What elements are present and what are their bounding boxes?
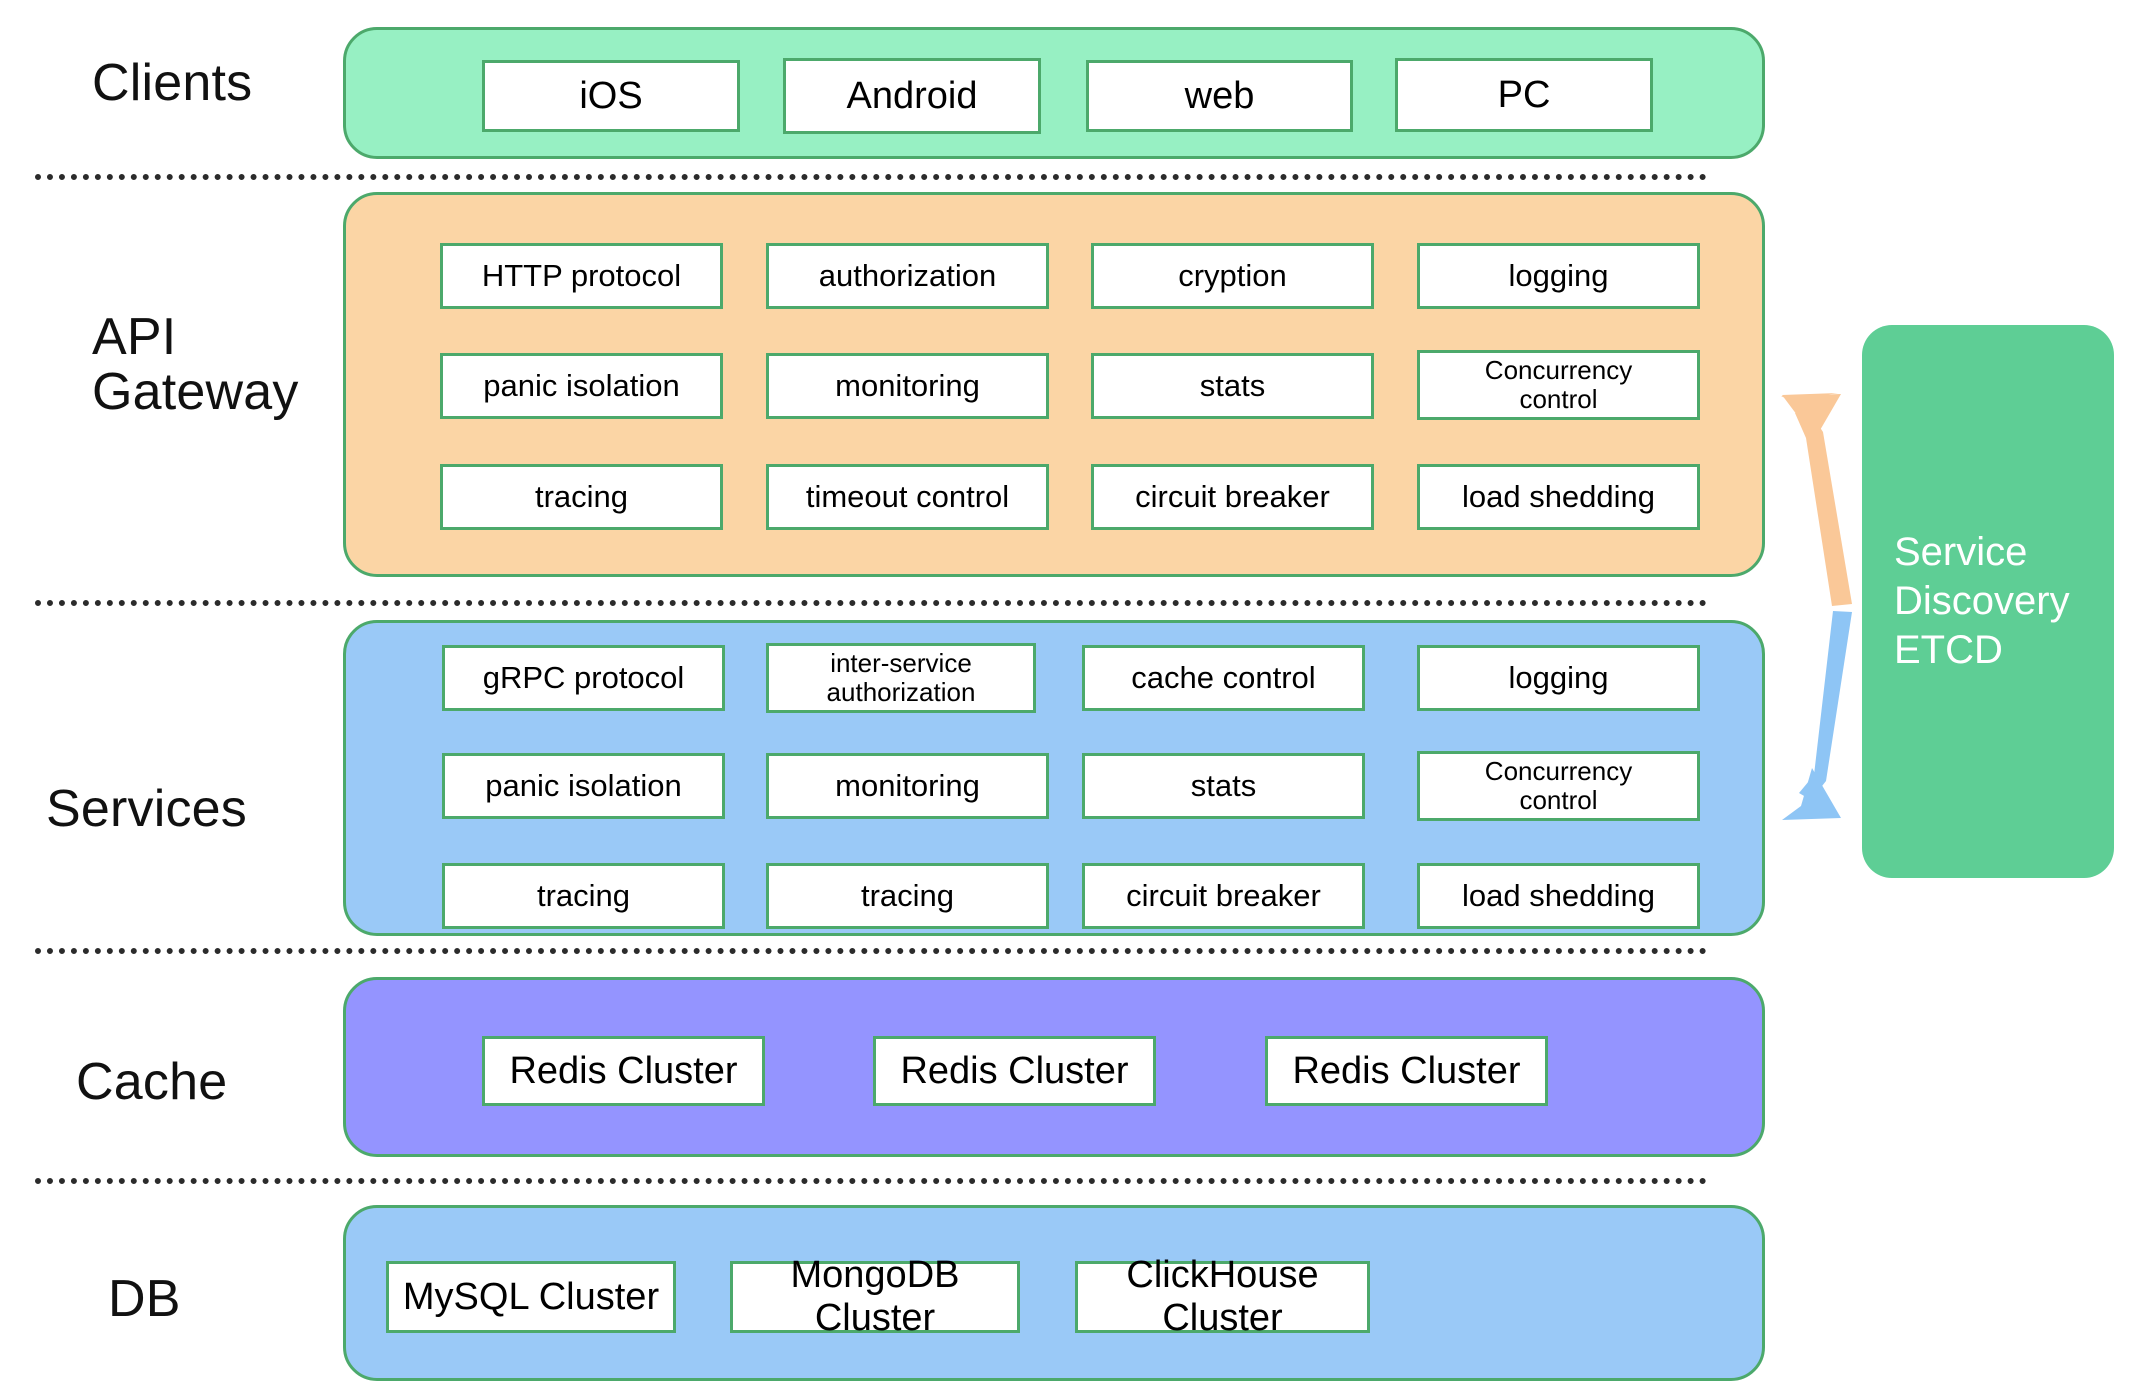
- cell-redis-cluster-1[interactable]: Redis Cluster: [482, 1036, 765, 1106]
- cell-redis-cluster-3[interactable]: Redis Cluster: [1265, 1036, 1548, 1106]
- cell-logging-services[interactable]: logging: [1417, 645, 1700, 711]
- cell-clickhouse-cluster[interactable]: ClickHouse Cluster: [1075, 1254, 1370, 1339]
- cell-cache-control[interactable]: cache control: [1082, 645, 1365, 711]
- cell-redis-cluster-2[interactable]: Redis Cluster: [873, 1036, 1156, 1106]
- cell-tracing[interactable]: tracing: [440, 464, 723, 530]
- panel-clients: iOS Android web PC: [343, 27, 1765, 159]
- cell-panic-isolation-services[interactable]: panic isolation: [442, 753, 725, 819]
- cell-mysql-cluster[interactable]: MySQL Cluster: [386, 1261, 676, 1333]
- cell-circuit-breaker[interactable]: circuit breaker: [1091, 464, 1374, 530]
- cell-circuit-breaker-services[interactable]: circuit breaker: [1082, 863, 1365, 929]
- row-label-db: DB: [108, 1270, 181, 1328]
- cell-concurrency-control-services[interactable]: Concurrency control: [1417, 751, 1700, 821]
- cell-logging[interactable]: logging: [1417, 243, 1700, 309]
- cell-timeout-control[interactable]: timeout control: [766, 464, 1049, 530]
- etcd-label: Service Discovery ETCD: [1894, 530, 2070, 672]
- arrow-services-to-etcd: [1782, 611, 1852, 820]
- cell-pc[interactable]: PC: [1395, 58, 1653, 132]
- panel-db: MySQL Cluster MongoDB Cluster ClickHouse…: [343, 1205, 1765, 1381]
- panel-cache: Redis Cluster Redis Cluster Redis Cluste…: [343, 977, 1765, 1157]
- divider-clients-gateway: [35, 174, 1707, 180]
- divider-cache-db: [35, 1178, 1707, 1184]
- cell-panic-isolation[interactable]: panic isolation: [440, 353, 723, 419]
- arrow-gateway-to-etcd: [1781, 393, 1852, 606]
- row-label-services: Services: [46, 780, 247, 838]
- cell-inter-service-authorization[interactable]: inter-service authorization: [766, 643, 1036, 713]
- cell-grpc-protocol[interactable]: gRPC protocol: [442, 645, 725, 711]
- cell-monitoring-services[interactable]: monitoring: [766, 753, 1049, 819]
- cell-http-protocol[interactable]: HTTP protocol: [440, 243, 723, 309]
- etcd-service-discovery-box[interactable]: Service Discovery ETCD: [1862, 325, 2114, 878]
- cell-tracing-services[interactable]: tracing: [442, 863, 725, 929]
- cell-android[interactable]: Android: [783, 58, 1041, 134]
- cell-cryption[interactable]: cryption: [1091, 243, 1374, 309]
- cell-stats-services[interactable]: stats: [1082, 753, 1365, 819]
- cell-stats[interactable]: stats: [1091, 353, 1374, 419]
- cell-web[interactable]: web: [1086, 60, 1353, 132]
- cell-ios[interactable]: iOS: [482, 60, 740, 132]
- cell-concurrency-control[interactable]: Concurrency control: [1417, 350, 1700, 420]
- cell-load-shedding-services[interactable]: load shedding: [1417, 863, 1700, 929]
- divider-services-cache: [35, 948, 1707, 954]
- cell-authorization[interactable]: authorization: [766, 243, 1049, 309]
- row-label-clients: Clients: [92, 54, 253, 112]
- panel-services: gRPC protocol inter-service authorizatio…: [343, 620, 1765, 936]
- cell-monitoring[interactable]: monitoring: [766, 353, 1049, 419]
- cell-mongodb-cluster[interactable]: MongoDB Cluster: [730, 1254, 1020, 1339]
- row-label-api-gateway: API Gateway: [92, 308, 299, 422]
- cell-load-shedding[interactable]: load shedding: [1417, 464, 1700, 530]
- row-label-cache: Cache: [76, 1053, 228, 1111]
- cell-tracing-services-2[interactable]: tracing: [766, 863, 1049, 929]
- panel-api-gateway: HTTP protocol authorization cryption log…: [343, 192, 1765, 577]
- divider-gateway-services: [35, 600, 1707, 606]
